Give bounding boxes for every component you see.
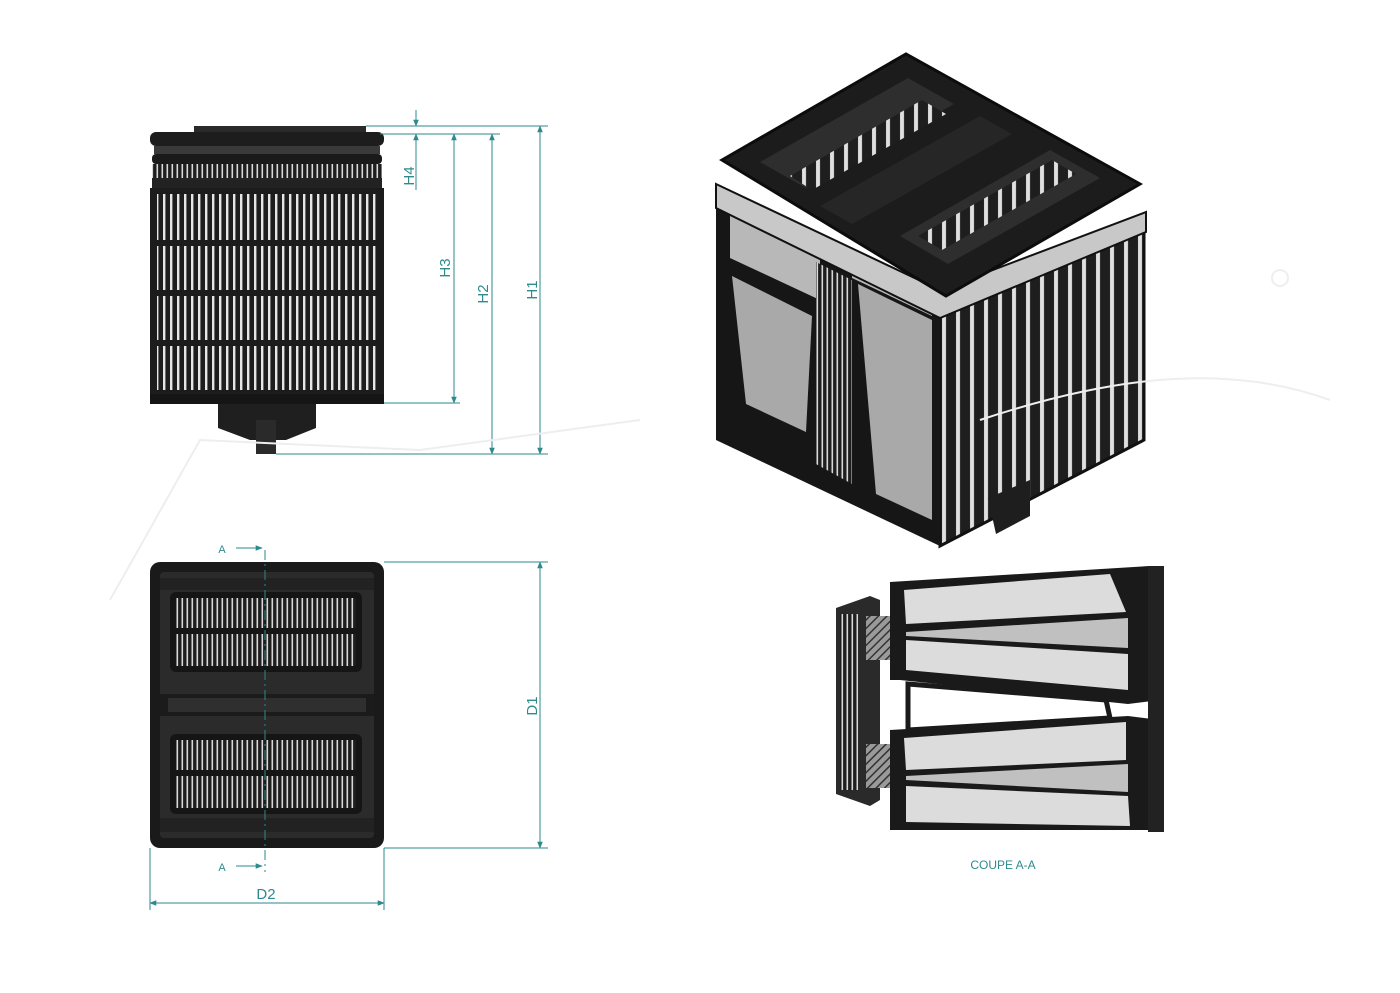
section-marker-bottom: A — [218, 862, 226, 874]
section-line — [236, 545, 266, 872]
front-dimensions — [276, 110, 548, 455]
plan-dimensions — [149, 561, 548, 910]
dim-h3-label: H3 — [437, 258, 454, 277]
dim-d2-label: D2 — [256, 886, 275, 903]
lid-rim — [150, 132, 384, 146]
dim-h4-label: H4 — [401, 166, 418, 185]
section-marker-top: A — [218, 544, 226, 556]
section-caption: COUPE A-A — [970, 858, 1035, 872]
isometric-view — [715, 52, 1147, 549]
dim-h1-label: H1 — [524, 280, 541, 299]
watermark — [109, 269, 1331, 601]
dim-d1-label: D1 — [524, 696, 541, 715]
lid-top — [194, 126, 366, 134]
front-elevation-view — [150, 126, 384, 454]
top-plan-view — [150, 562, 384, 848]
dim-h2-label: H2 — [475, 284, 492, 303]
section-view — [836, 566, 1164, 832]
